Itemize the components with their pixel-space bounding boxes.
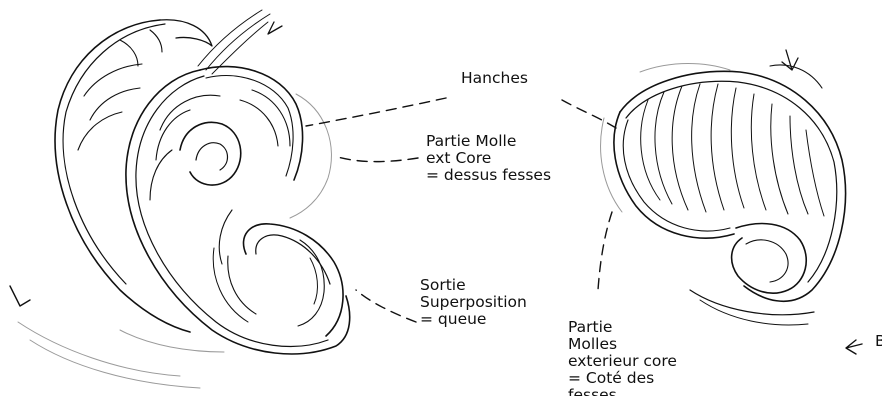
label-clipped-right-line-1: B [875, 333, 882, 350]
label-partie-molles-line-3: exterieur core [568, 353, 677, 370]
label-partie-molle-line-3: = dessus fesses [426, 167, 551, 184]
left-spiral-sketch [55, 10, 350, 354]
right-arrow-icon [846, 340, 862, 354]
label-partie-molle-line-1: Partie Molle [426, 133, 551, 150]
leader-hanches-left [306, 98, 446, 126]
label-hanches-line-1: Hanches [461, 70, 528, 87]
leader-partie-molle [334, 156, 418, 162]
label-partie-molles-line-4: = Coté des [568, 370, 677, 387]
leader-hanches-right [562, 100, 616, 128]
label-sortie: Sortie Superposition = queue [420, 277, 527, 328]
label-partie-molles-line-5: fesses [568, 387, 677, 396]
right-shell-sketch [614, 50, 846, 301]
label-sortie-line-2: Superposition [420, 294, 527, 311]
left-construction-lines [18, 94, 331, 388]
label-clipped-right: B [875, 333, 882, 350]
label-partie-molles-line-2: Molles [568, 336, 677, 353]
leader-sortie [356, 290, 416, 322]
label-sortie-line-1: Sortie [420, 277, 527, 294]
leader-partie-molles [598, 212, 612, 290]
label-partie-molles-line-1: Partie [568, 319, 677, 336]
label-partie-molles: Partie Molles exterieur core = Coté des … [568, 319, 677, 396]
label-partie-molle: Partie Molle ext Core = dessus fesses [426, 133, 551, 184]
right-construction-lines [601, 64, 814, 326]
label-sortie-line-3: = queue [420, 311, 527, 328]
label-hanches: Hanches [461, 70, 528, 87]
label-partie-molle-line-2: ext Core [426, 150, 551, 167]
left-arrow-icon [10, 286, 30, 306]
